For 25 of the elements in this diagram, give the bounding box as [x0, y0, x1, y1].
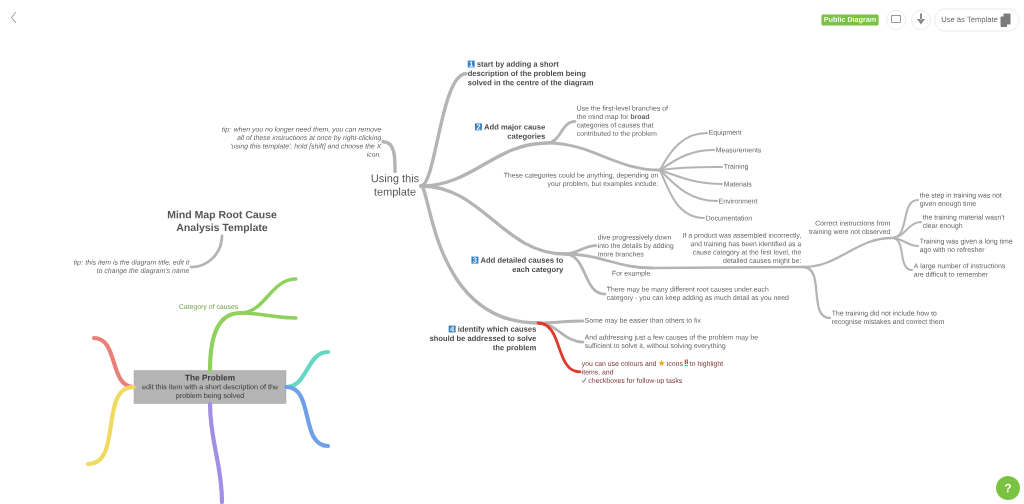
branch-line	[563, 252, 607, 296]
branch-line	[801, 265, 832, 320]
branch-line	[536, 321, 582, 374]
branch-line	[419, 184, 540, 325]
branch-line	[381, 140, 397, 174]
branch-line	[659, 169, 705, 219]
branch-line	[85, 384, 136, 467]
title-text: Mind Map Root Cause Analysis Template	[167, 210, 277, 234]
root-text: Using this template	[371, 174, 419, 198]
branch-line	[207, 401, 225, 504]
branch-line	[563, 244, 598, 256]
branch-line	[891, 237, 913, 271]
help-button: ?	[996, 476, 1020, 500]
branch-line	[238, 311, 298, 320]
branch-line	[545, 120, 577, 145]
branch-line	[189, 234, 224, 269]
branch-line	[659, 169, 718, 202]
branch-line	[659, 166, 723, 171]
branch-line	[659, 149, 715, 171]
branch-line	[545, 141, 662, 172]
branch-line	[659, 169, 723, 185]
branch-line	[650, 265, 805, 270]
branch-line	[284, 384, 331, 449]
branch-line	[659, 132, 708, 171]
branch-line	[419, 184, 567, 256]
